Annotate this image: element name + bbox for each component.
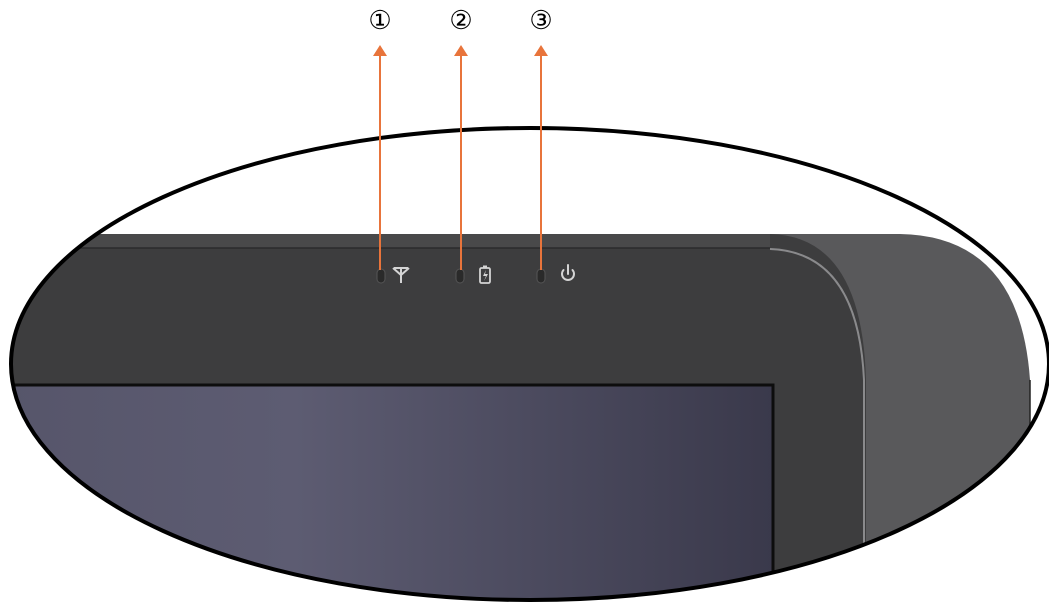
bezel-corner-highlight xyxy=(769,248,865,600)
arrowhead-3 xyxy=(534,45,548,56)
wireless-led xyxy=(376,268,386,284)
arrowhead-1 xyxy=(373,45,387,56)
arrowhead-2 xyxy=(454,45,468,56)
power-icon xyxy=(561,264,575,281)
bezel-top-strip xyxy=(11,234,770,248)
callout-arrows xyxy=(373,45,548,270)
magnifier-outline xyxy=(9,126,1049,602)
screen xyxy=(11,383,775,600)
battery-charging-icon xyxy=(479,265,491,284)
callout-label-1: ① xyxy=(368,6,391,36)
callout-label-3: ③ xyxy=(529,6,552,36)
callout-label-2: ② xyxy=(449,6,472,36)
power-led xyxy=(536,268,546,284)
antenna-icon xyxy=(392,267,410,283)
battery-led xyxy=(455,268,465,284)
